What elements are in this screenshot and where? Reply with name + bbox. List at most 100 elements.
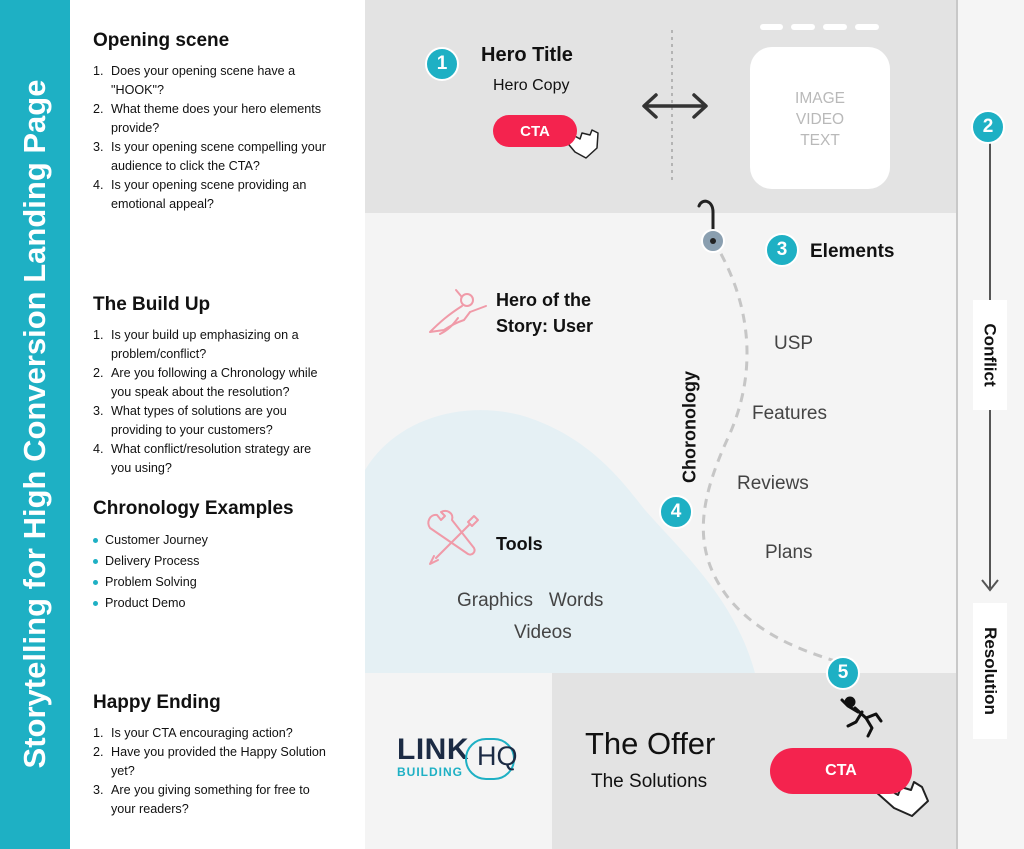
question-number: 3.	[93, 404, 104, 418]
build-up-section: The Build Up 1.Is your build up emphasiz…	[93, 294, 353, 478]
resolution-label-box: Resolution	[973, 603, 1007, 739]
tools-graphics-words: Graphics Words	[457, 590, 604, 611]
question-text: Are you following a Chronology while	[111, 366, 318, 380]
question-text: Does your opening scene have a	[111, 64, 296, 78]
tools-title: Tools	[496, 534, 543, 554]
tools-videos: Videos	[514, 622, 572, 643]
title-banner: Storytelling for High Conversion Landing…	[0, 0, 70, 849]
offer-cta-button[interactable]: CTA	[770, 748, 912, 794]
logo-zone	[365, 673, 552, 849]
text-label: TEXT	[800, 132, 840, 149]
question-item: 1. Does your opening scene have a "HOOK"?	[93, 62, 353, 100]
elements-title: Elements	[810, 241, 895, 262]
question-item: 3. Are you giving something for free to yo…	[93, 781, 353, 819]
chronology-examples-heading: Chronology Examples	[93, 498, 294, 519]
opening-scene-questions: 1. Does your opening scene have a "HOOK"? 2…	[93, 62, 353, 214]
step-1-badge: 1	[425, 47, 459, 81]
question-text: your readers?	[111, 802, 189, 816]
logo-hq-ring	[465, 738, 515, 780]
hero-story-line-1: Hero of the	[496, 290, 592, 310]
happy-ending-questions: 1.Is your CTA encouraging action? 2. Have …	[93, 724, 353, 819]
opening-scene-heading: Opening scene	[93, 30, 230, 51]
chronology-example-item: Problem Solving	[93, 572, 353, 593]
hero-cta-button[interactable]: CTA	[493, 115, 577, 147]
video-label: VIDEO	[795, 111, 845, 128]
hook-icon	[697, 199, 725, 253]
question-number: 2.	[93, 745, 104, 759]
hero-story-line-2: Story: User	[496, 316, 594, 336]
build-up-questions: 1. Is your build up emphasizing on a probl…	[93, 326, 353, 478]
question-text: provide?	[111, 121, 160, 135]
question-text: problem/conflict?	[111, 347, 207, 361]
element-reviews: Reviews	[737, 473, 809, 494]
chronology-example-item: Delivery Process	[93, 551, 353, 572]
tools-blob	[365, 410, 755, 673]
question-text: Is your opening scene providing an	[111, 178, 307, 192]
question-item: 2. What theme does your hero elements prov…	[93, 100, 353, 138]
step-2-badge: 2	[971, 110, 1005, 144]
conflict-label: Conflict	[981, 323, 1000, 387]
offer-title: The Offer	[585, 726, 716, 761]
question-item: 2. Have you provided the Happy Solution ye…	[93, 743, 353, 781]
question-number: 1.	[93, 328, 104, 342]
step-5-badge: 5	[826, 656, 860, 690]
question-number: 1.	[93, 726, 104, 740]
step-4-badge: 4	[659, 495, 693, 529]
question-text: Are you giving something for free to	[111, 783, 310, 797]
falling-person-icon	[840, 696, 883, 738]
happy-ending-heading: Happy Ending	[93, 692, 221, 713]
question-item: 1.Is your CTA encouraging action?	[93, 724, 353, 743]
question-text: Is your opening scene compelling your	[111, 140, 326, 154]
bullet-dot-icon	[93, 601, 98, 606]
element-plans: Plans	[765, 542, 813, 563]
bullet-dot-icon	[93, 580, 98, 585]
chronology-path	[701, 239, 839, 664]
question-item: 3. What types of solutions are you providi…	[93, 402, 353, 440]
double-arrow-icon	[642, 93, 708, 119]
question-text: What theme does your hero elements	[111, 102, 322, 116]
question-text: you speak about the resolution?	[111, 385, 290, 399]
offer-subtitle: The Solutions	[591, 771, 708, 792]
question-number: 4.	[93, 442, 104, 456]
chronology-example-item: Product Demo	[93, 593, 353, 614]
question-number: 3.	[93, 140, 104, 154]
logo-hq: HQ	[477, 741, 518, 771]
chronology-example-item: Customer Journey	[93, 530, 353, 551]
question-item: 1. Is your build up emphasizing on a probl…	[93, 326, 353, 364]
tools-icon	[427, 510, 479, 565]
chronology-example-text: Customer Journey	[105, 533, 208, 547]
question-text: providing to your customers?	[111, 423, 273, 437]
chronology-label: Choronology	[679, 371, 700, 483]
opening-scene-section: Opening scene 1. Does your opening scene …	[93, 30, 353, 214]
question-text: What conflict/resolution strategy are	[111, 442, 312, 456]
question-text: you using?	[111, 461, 172, 475]
resolution-label: Resolution	[981, 627, 1000, 715]
question-text: "HOOK"?	[111, 83, 165, 97]
question-text: emotional appeal?	[111, 197, 214, 211]
superhero-icon	[429, 289, 487, 335]
question-item: 4. Is your opening scene providing an emot…	[93, 176, 353, 214]
question-number: 4.	[93, 178, 104, 192]
question-number: 3.	[93, 783, 104, 797]
step-3-badge: 3	[765, 233, 799, 267]
hero-media-box: IMAGE VIDEO TEXT	[750, 47, 890, 189]
image-label: IMAGE	[795, 90, 845, 107]
hero-copy-label: Hero Copy	[493, 77, 570, 94]
hero-title-label: Hero Title	[481, 44, 573, 66]
question-text: Have you provided the Happy Solution	[111, 745, 326, 759]
question-text: Is your build up emphasizing on a	[111, 328, 299, 342]
question-number: 2.	[93, 102, 104, 116]
logo-building: BUILDING	[397, 765, 463, 779]
chronology-example-text: Problem Solving	[105, 575, 197, 589]
chronology-example-text: Product Demo	[105, 596, 186, 610]
question-text: What types of solutions are you	[111, 404, 287, 418]
happy-ending-section: Happy Ending 1.Is your CTA encouraging a…	[93, 692, 353, 819]
question-item: 4. What conflict/resolution strategy are y…	[93, 440, 353, 478]
question-number: 1.	[93, 64, 104, 78]
question-text: yet?	[111, 764, 135, 778]
chronology-example-text: Delivery Process	[105, 554, 200, 568]
